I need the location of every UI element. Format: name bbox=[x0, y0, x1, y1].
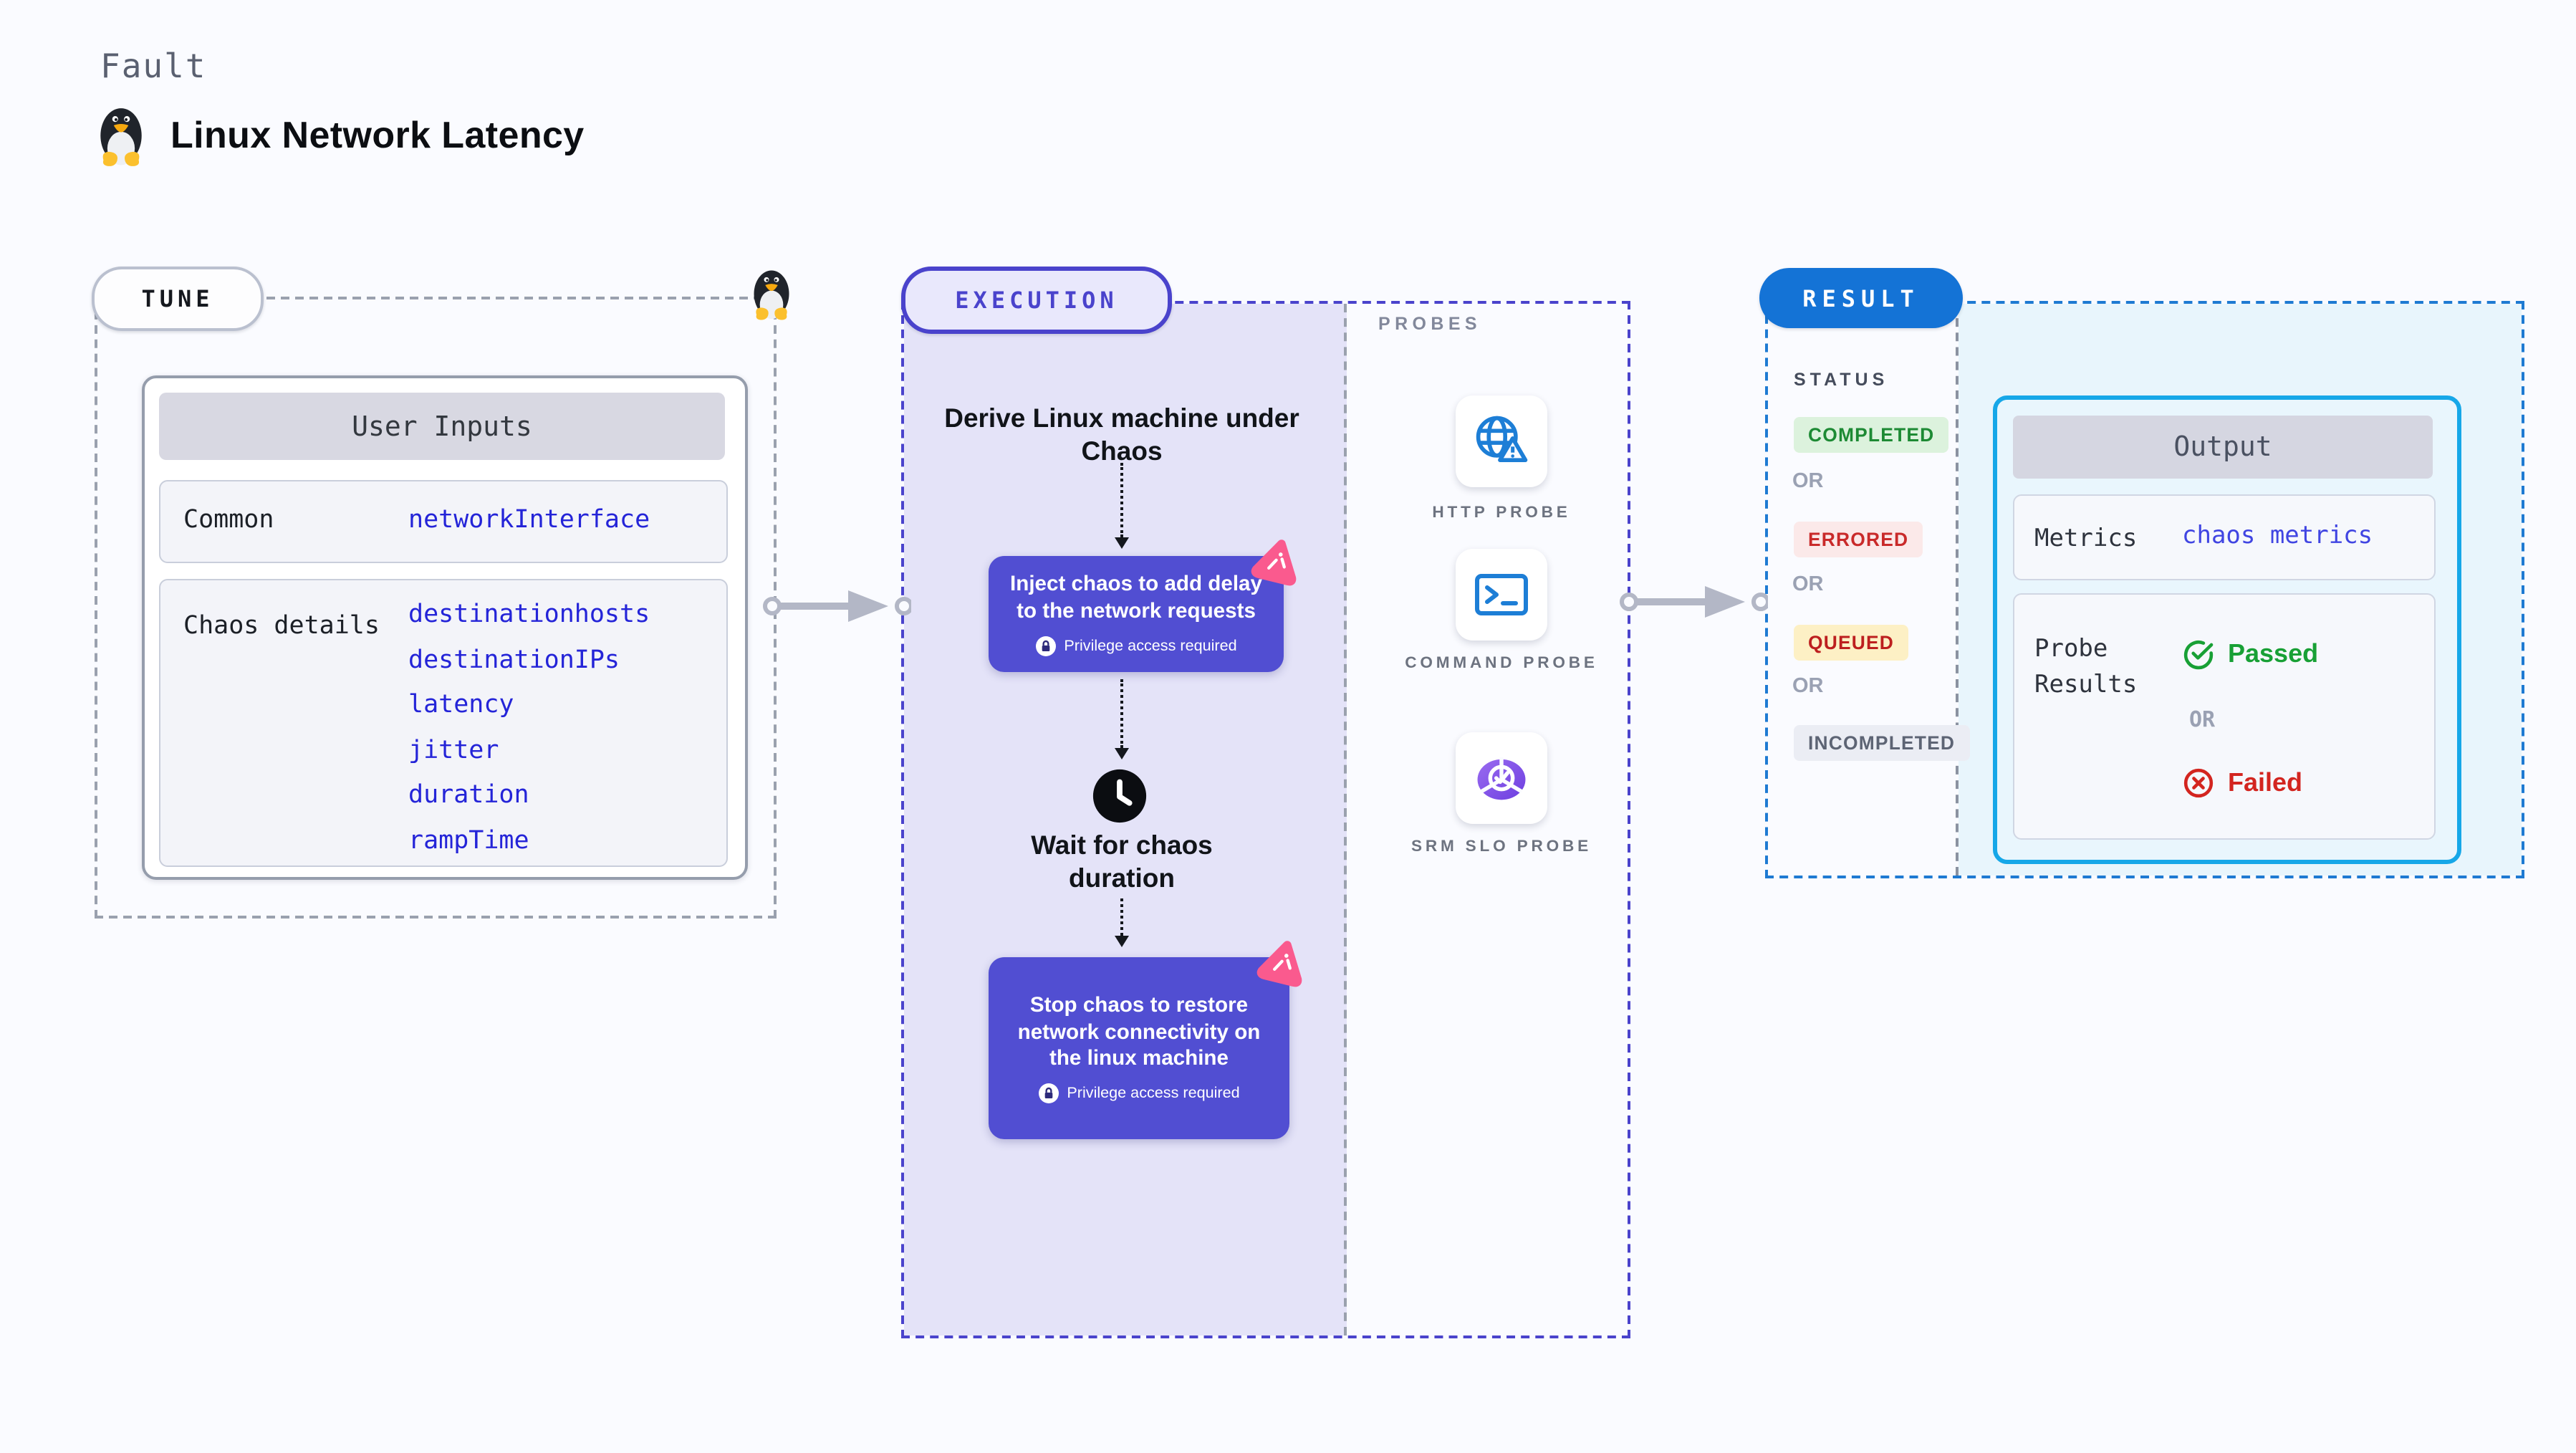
check-circle-icon bbox=[2183, 640, 2214, 670]
common-value: networkInterface bbox=[408, 506, 650, 534]
chaos-param: latency bbox=[408, 691, 514, 720]
step-derive-label: Derive Linux machine under Chaos bbox=[944, 403, 1299, 466]
page-title: Linux Network Latency bbox=[170, 112, 585, 155]
metrics-label: Metrics bbox=[2034, 524, 2138, 553]
flow-arrow-icon bbox=[1619, 583, 1768, 620]
status-badge-completed: COMPLETED bbox=[1794, 417, 1949, 453]
http-probe-card bbox=[1456, 395, 1547, 487]
metrics-value: chaos metrics bbox=[2182, 522, 2373, 550]
chaos-param: rampTime bbox=[408, 826, 529, 855]
step-stop-chaos: Stop chaos to restore network connectivi… bbox=[989, 957, 1289, 1139]
output-panel: Output Metrics chaos metrics Probe Resul… bbox=[1993, 395, 2461, 864]
chaos-details-row: Chaos details destinationhosts destinati… bbox=[159, 579, 728, 867]
x-circle-icon bbox=[2183, 768, 2214, 798]
chaos-param: duration bbox=[408, 781, 529, 810]
lock-icon bbox=[1035, 636, 1055, 656]
or-label: OR bbox=[1792, 573, 1824, 596]
flow-connector bbox=[1114, 898, 1129, 947]
step-stop-text: Stop chaos to restore network connectivi… bbox=[1017, 994, 1261, 1071]
srm-slo-probe-label: SRM SLO PROBE bbox=[1411, 838, 1592, 855]
failed-label: Failed bbox=[2228, 768, 2303, 797]
flow-connector bbox=[1114, 679, 1129, 759]
flow-arrow-icon bbox=[762, 588, 911, 625]
step-inject-chaos: Inject chaos to add delay to the network… bbox=[989, 556, 1284, 672]
or-label: OR bbox=[2189, 706, 2216, 732]
output-header: Output bbox=[2013, 416, 2433, 479]
tux-penguin-icon bbox=[746, 264, 797, 322]
execution-pill: EXECUTION bbox=[901, 267, 1172, 334]
or-label: OR bbox=[1792, 470, 1824, 493]
privilege-note: Privilege access required bbox=[1035, 636, 1237, 656]
privilege-note-text: Privilege access required bbox=[1064, 637, 1237, 655]
fault-kicker: Fault bbox=[100, 49, 207, 86]
status-badge-incompleted: INCOMPLETED bbox=[1794, 725, 1970, 761]
passed-line: Passed bbox=[2182, 638, 2318, 671]
command-probe-label: COMMAND PROBE bbox=[1405, 655, 1598, 672]
chaos-details-label: Chaos details bbox=[183, 612, 380, 641]
chaos-param: destinationhosts bbox=[408, 600, 650, 629]
status-badge-errored: ERRORED bbox=[1794, 522, 1923, 557]
donut-check-icon bbox=[1477, 757, 1526, 800]
user-inputs-card: User Inputs Common networkInterface Chao… bbox=[142, 375, 748, 880]
probes-title: PROBES bbox=[1378, 314, 1481, 334]
common-label: Common bbox=[183, 506, 274, 534]
command-probe-card bbox=[1456, 549, 1547, 641]
status-title: STATUS bbox=[1794, 370, 1889, 390]
chaos-param: jitter bbox=[408, 736, 499, 765]
privilege-note-text: Privilege access required bbox=[1067, 1085, 1240, 1103]
http-probe-label: HTTP PROBE bbox=[1432, 504, 1571, 522]
failed-line: Failed bbox=[2182, 767, 2302, 800]
tux-penguin-icon bbox=[92, 100, 150, 169]
step-wait-label: Wait for chaos duration bbox=[1031, 830, 1213, 893]
metrics-row: Metrics chaos metrics bbox=[2013, 494, 2436, 580]
or-label: OR bbox=[1792, 675, 1824, 698]
user-inputs-header: User Inputs bbox=[159, 393, 725, 460]
flow-connector bbox=[1114, 463, 1129, 549]
probe-results-row: Probe Results Passed OR Failed bbox=[2013, 593, 2436, 840]
chaos-param-list: destinationhosts destinationIPs latency … bbox=[408, 593, 650, 865]
probe-results-label: Probe Results bbox=[2034, 635, 2138, 699]
lock-icon bbox=[1038, 1084, 1058, 1104]
chaos-param: destinationIPs bbox=[408, 646, 620, 675]
status-badge-queued: QUEUED bbox=[1794, 625, 1909, 661]
page-header: Linux Network Latency bbox=[92, 100, 585, 169]
step-inject-text: Inject chaos to add delay to the network… bbox=[1010, 573, 1262, 623]
tune-pill: TUNE bbox=[92, 267, 264, 331]
srm-slo-probe-card bbox=[1456, 732, 1547, 824]
privilege-note: Privilege access required bbox=[1038, 1084, 1240, 1104]
clock-icon bbox=[1092, 769, 1147, 823]
status-column bbox=[1768, 304, 1959, 876]
result-pill: RESULT bbox=[1759, 268, 1963, 328]
globe-warning-icon bbox=[1476, 416, 1528, 462]
terminal-icon bbox=[1475, 574, 1528, 615]
passed-label: Passed bbox=[2228, 639, 2319, 668]
common-row: Common networkInterface bbox=[159, 480, 728, 563]
